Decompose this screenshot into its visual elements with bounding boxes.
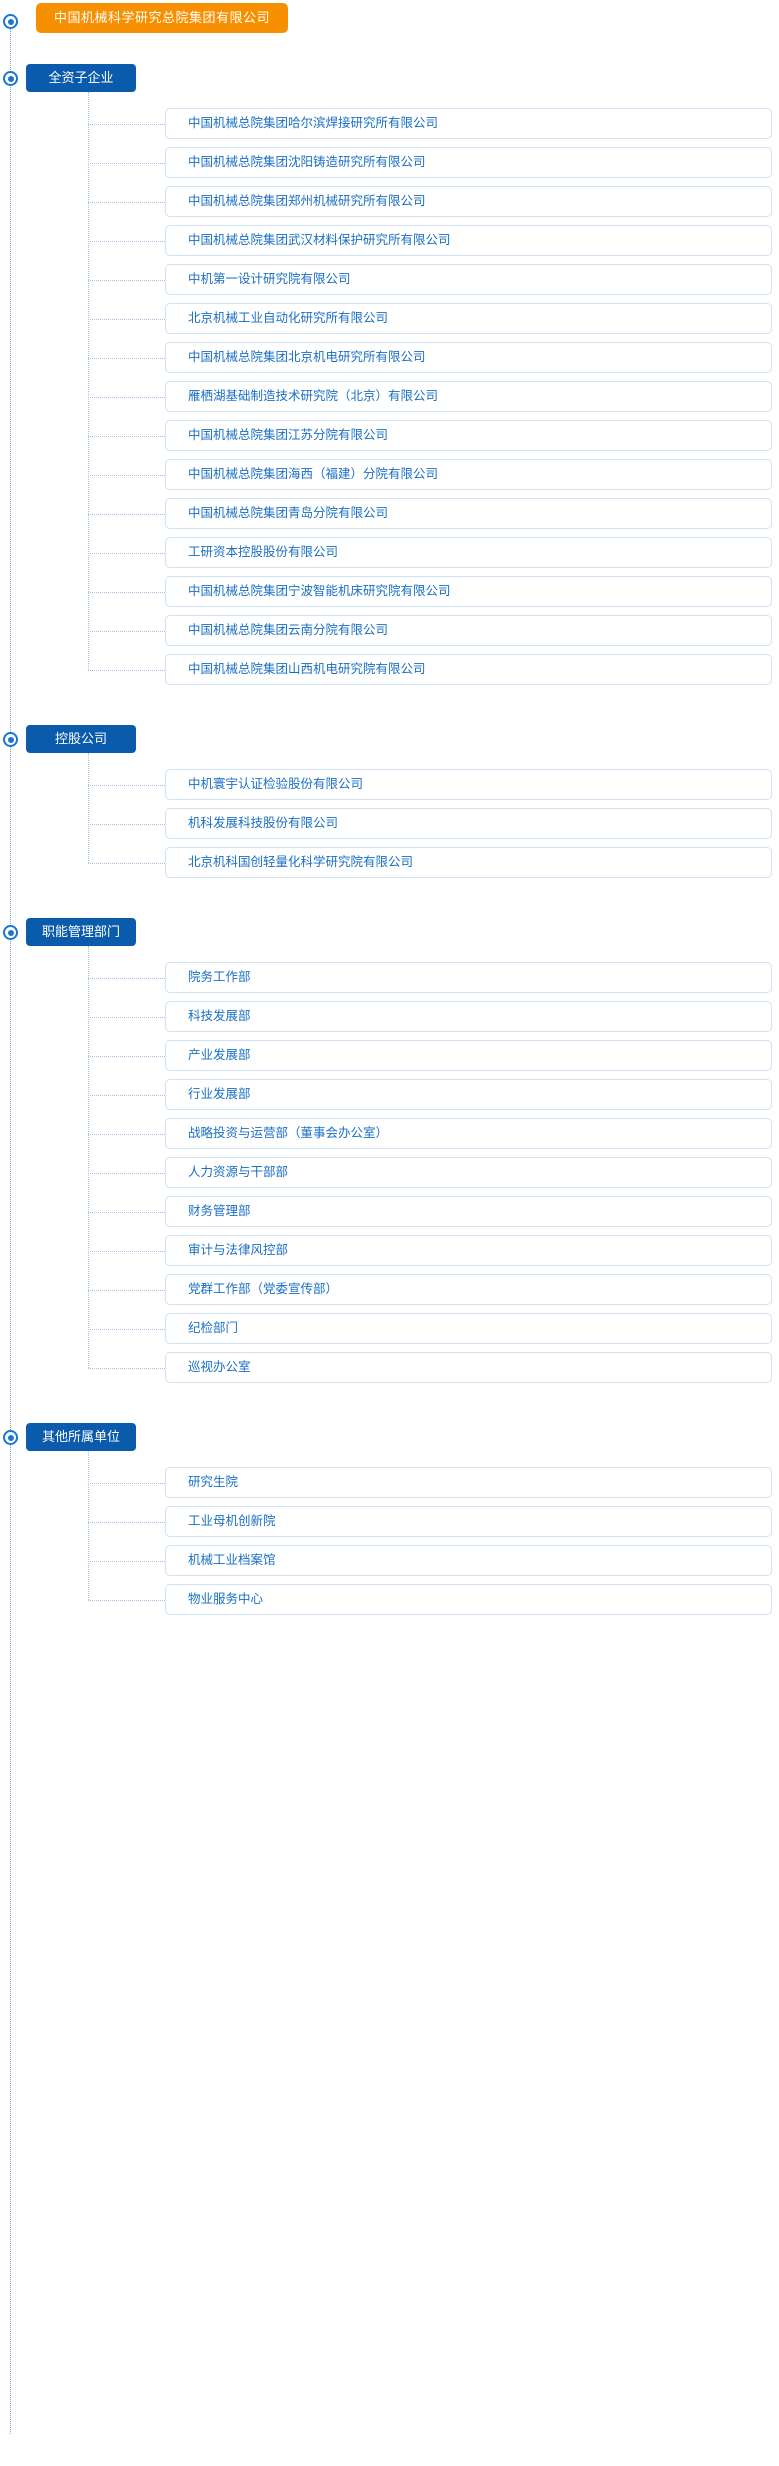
branch-connector-3	[88, 1451, 89, 1600]
item-connector	[88, 357, 165, 359]
section-target-icon-1	[3, 732, 18, 747]
org-item[interactable]: 中国机械总院集团山西机电研究院有限公司	[165, 654, 772, 685]
org-item[interactable]: 行业发展部	[165, 1079, 772, 1110]
item-connector	[88, 162, 165, 164]
branch-connector-1	[88, 753, 89, 863]
item-connector	[88, 1055, 165, 1057]
item-connector	[88, 862, 165, 864]
org-item[interactable]: 财务管理部	[165, 1196, 772, 1227]
branch-connector-0	[88, 92, 89, 670]
root-node[interactable]: 中国机械科学研究总院集团有限公司	[36, 3, 289, 33]
item-connector	[88, 396, 165, 398]
root-target-icon	[3, 14, 18, 29]
item-connector	[88, 1289, 165, 1291]
item-connector	[88, 1133, 165, 1135]
item-connector	[88, 1521, 165, 1523]
item-connector	[88, 123, 165, 125]
branch-connector-2	[88, 946, 89, 1368]
org-item[interactable]: 中机寰宇认证检验股份有限公司	[165, 769, 772, 800]
item-connector	[88, 552, 165, 554]
root-row: 中国机械科学研究总院集团有限公司	[0, 0, 779, 56]
org-item[interactable]: 战略投资与运营部（董事会办公室）	[165, 1118, 772, 1149]
item-connector	[88, 784, 165, 786]
org-item[interactable]: 纪检部门	[165, 1313, 772, 1344]
org-item[interactable]: 机械工业档案馆	[165, 1545, 772, 1576]
item-connector	[88, 1211, 165, 1213]
org-item[interactable]: 中国机械总院集团武汉材料保护研究所有限公司	[165, 225, 772, 256]
org-item[interactable]: 工研资本控股股份有限公司	[165, 537, 772, 568]
section-target-icon-2	[3, 925, 18, 940]
item-connector	[88, 201, 165, 203]
item-connector	[88, 435, 165, 437]
org-item[interactable]: 中国机械总院集团沈阳铸造研究所有限公司	[165, 147, 772, 178]
item-connector	[88, 1560, 165, 1562]
org-item[interactable]: 中国机械总院集团郑州机械研究所有限公司	[165, 186, 772, 217]
section-header-2[interactable]: 职能管理部门	[26, 918, 137, 946]
item-connector	[88, 513, 165, 515]
item-connector	[88, 1250, 165, 1252]
item-connector	[88, 977, 165, 979]
org-item[interactable]: 北京机械工业自动化研究所有限公司	[165, 303, 772, 334]
section-header-1[interactable]: 控股公司	[26, 725, 136, 753]
item-connector	[88, 240, 165, 242]
org-item[interactable]: 院务工作部	[165, 962, 772, 993]
org-item[interactable]: 中机第一设计研究院有限公司	[165, 264, 772, 295]
item-connector	[88, 1482, 165, 1484]
item-connector	[88, 1172, 165, 1174]
org-item[interactable]: 机科发展科技股份有限公司	[165, 808, 772, 839]
item-connector	[88, 474, 165, 476]
main-spine-connector	[10, 14, 11, 2434]
section-target-icon-0	[3, 71, 18, 86]
org-item[interactable]: 工业母机创新院	[165, 1506, 772, 1537]
section-header-3[interactable]: 其他所属单位	[26, 1423, 137, 1451]
item-connector	[88, 823, 165, 825]
org-item[interactable]: 中国机械总院集团江苏分院有限公司	[165, 420, 772, 451]
item-connector	[88, 591, 165, 593]
item-connector	[88, 318, 165, 320]
org-item[interactable]: 中国机械总院集团青岛分院有限公司	[165, 498, 772, 529]
item-connector	[88, 1367, 165, 1369]
section-header-0[interactable]: 全资子企业	[26, 64, 136, 92]
item-connector	[88, 1328, 165, 1330]
org-item[interactable]: 中国机械总院集团海西（福建）分院有限公司	[165, 459, 772, 490]
org-item[interactable]: 中国机械总院集团宁波智能机床研究院有限公司	[165, 576, 772, 607]
org-item[interactable]: 审计与法律风控部	[165, 1235, 772, 1266]
item-connector	[88, 630, 165, 632]
org-item[interactable]: 物业服务中心	[165, 1584, 772, 1615]
item-connector	[88, 1016, 165, 1018]
org-item[interactable]: 人力资源与干部部	[165, 1157, 772, 1188]
item-connector	[88, 1599, 165, 1601]
org-item[interactable]: 科技发展部	[165, 1001, 772, 1032]
item-connector	[88, 1094, 165, 1096]
org-item[interactable]: 党群工作部（党委宣传部）	[165, 1274, 772, 1305]
org-item[interactable]: 巡视办公室	[165, 1352, 772, 1383]
item-connector	[88, 669, 165, 671]
org-item[interactable]: 中国机械总院集团北京机电研究所有限公司	[165, 342, 772, 373]
section-target-icon-3	[3, 1430, 18, 1445]
org-item[interactable]: 北京机科国创轻量化科学研究院有限公司	[165, 847, 772, 878]
org-item[interactable]: 雁栖湖基础制造技术研究院（北京）有限公司	[165, 381, 772, 412]
org-item[interactable]: 中国机械总院集团云南分院有限公司	[165, 615, 772, 646]
org-item[interactable]: 中国机械总院集团哈尔滨焊接研究所有限公司	[165, 108, 772, 139]
item-connector	[88, 279, 165, 281]
org-item[interactable]: 产业发展部	[165, 1040, 772, 1071]
org-item[interactable]: 研究生院	[165, 1467, 772, 1498]
